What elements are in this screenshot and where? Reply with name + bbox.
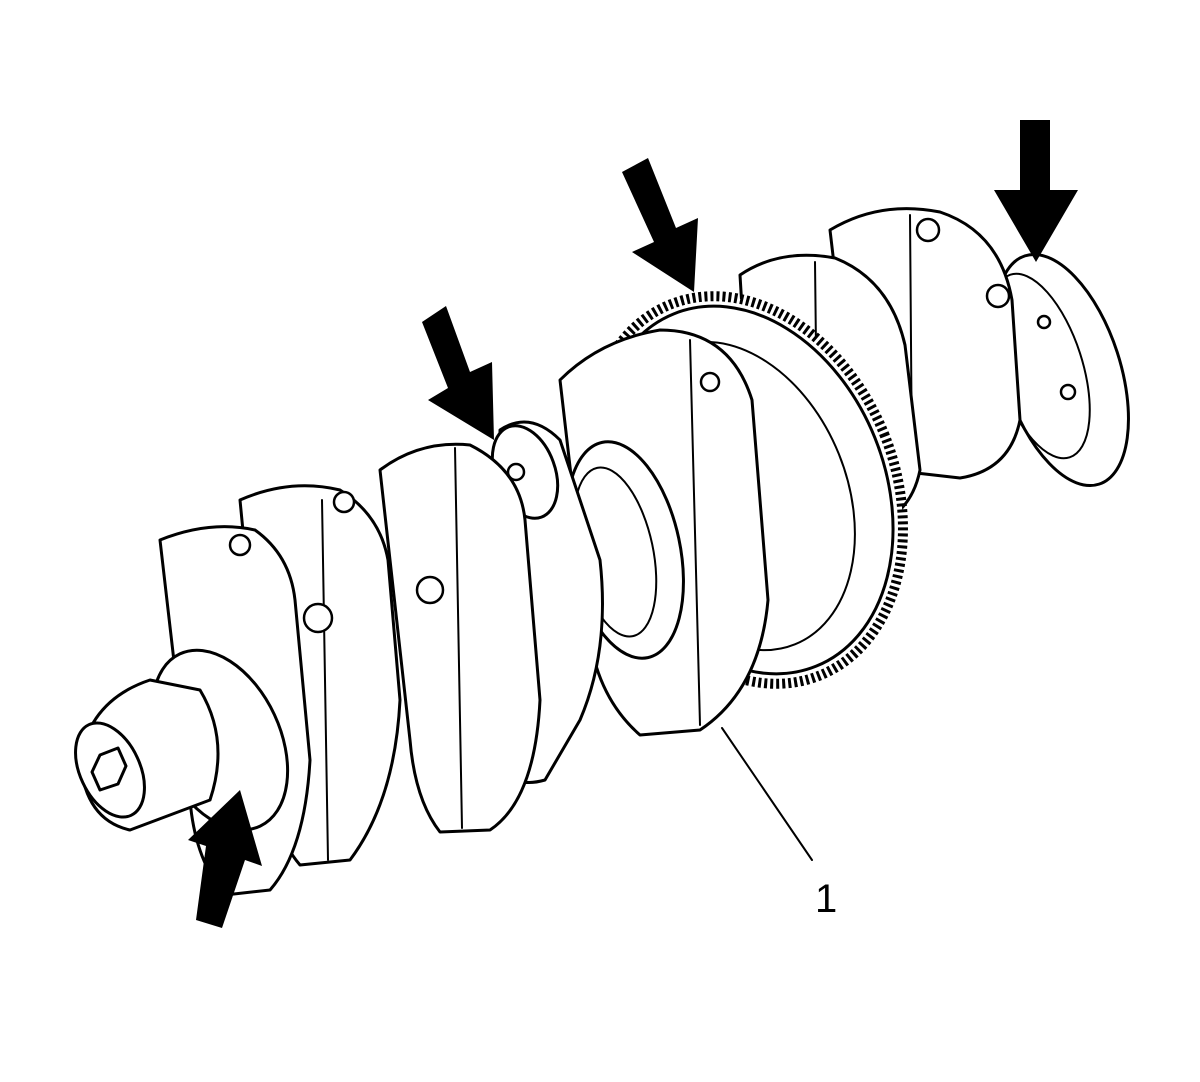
counterweight-front-mid [378, 442, 542, 834]
arrow-icon [994, 120, 1078, 262]
callout-1: 1 [721, 727, 837, 921]
crankshaft-snout [74, 648, 290, 832]
callout-leader [721, 727, 813, 861]
crankshaft [74, 207, 1130, 897]
arrow-icon [188, 790, 262, 928]
arrow-icon [622, 158, 698, 292]
arrow-icon [422, 306, 494, 440]
callout-label: 1 [815, 877, 837, 921]
indicator-arrows [188, 120, 1078, 928]
